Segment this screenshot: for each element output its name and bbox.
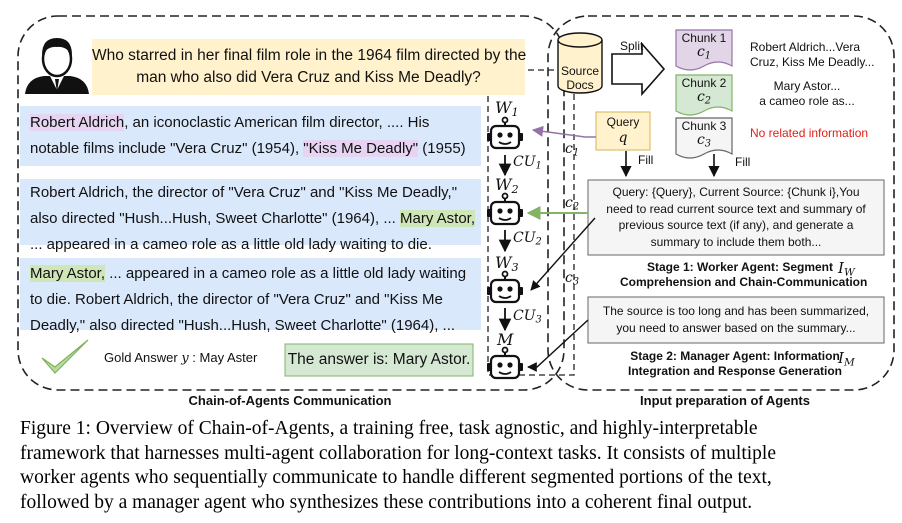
right-panel-border [547, 15, 895, 391]
highlight-robert-aldrich: Robert Aldrich [30, 114, 125, 131]
manager-prompt-text: The source is too long and has been summ… [602, 304, 870, 335]
question-box [92, 39, 525, 95]
cu1-label: CU1 [513, 154, 542, 172]
left-panel-label: Chain-of-Agents Communication [188, 393, 392, 408]
stage2-label: Stage 2: Manager Agent: Information Inte… [627, 349, 843, 378]
worker1-text: Robert Aldrich, an iconoclastic American… [30, 114, 466, 157]
query-box [595, 111, 651, 151]
split-label: Split [620, 39, 644, 53]
split-arrow-icon [611, 41, 666, 97]
chunk-shapes [675, 29, 733, 159]
manager-label: M [497, 330, 514, 349]
edge-c1-label: c1 [565, 141, 580, 159]
highlight-kiss-me-deadly: "Kiss Me Deadly" [303, 140, 419, 157]
worker1-robot-icon [485, 116, 525, 150]
highlight-mary-astor-2: Mary Astor, [30, 265, 106, 282]
fill-label-query: Fill [638, 153, 654, 167]
fill-label-chunk: Fill [735, 155, 751, 169]
stage1-label: Stage 1: Worker Agent: Segment Comprehen… [620, 260, 868, 289]
chunk3-desc: No related information [750, 126, 869, 140]
query-label: Query q [606, 115, 640, 146]
final-answer-box [284, 343, 474, 377]
worker2-robot-icon [485, 192, 525, 226]
gold-answer: Gold Answer y : May Aster [104, 350, 258, 366]
worker-prompt-box [587, 179, 885, 256]
chunk1-shape [675, 29, 733, 71]
chunk2-label: Chunk 2 c2 [681, 76, 727, 107]
left-panel-border [17, 15, 565, 391]
worker-prompt-text: Query: {Query}, Current Source: {Chunk i… [606, 185, 866, 249]
worker1-label: W1 [495, 98, 519, 119]
edge-c2-label: c2 [565, 195, 580, 213]
worker2-text: Robert Aldrich, the director of "Vera Cr… [30, 184, 476, 253]
chunk3-label: Chunk 3 c3 [681, 119, 727, 150]
source-docs-label: Source Docs [560, 64, 600, 92]
source-docs-icon [557, 32, 603, 94]
question-text: Who starred in her final film role in th… [92, 47, 527, 86]
cu3-label: CU3 [513, 308, 542, 326]
figure-caption: Figure 1: Overview of Chain-of-Agents, a… [20, 418, 776, 513]
chunk2-shape [675, 74, 733, 116]
cu2-label: CU2 [513, 230, 542, 248]
chunk1-label: Chunk 1 c1 [681, 31, 727, 62]
worker3-text: Mary Astor, ... appeared in a cameo role… [30, 265, 467, 334]
final-answer-text: The answer is: Mary Astor. [287, 351, 471, 368]
manager-robot-icon [485, 346, 525, 380]
chunk2-desc: Mary Astor... a cameo role as... [759, 79, 855, 108]
checkmark-icon [41, 339, 89, 374]
user-avatar-icon [25, 38, 89, 94]
manager-prompt-box [587, 296, 885, 344]
worker2-label: W2 [495, 175, 519, 196]
edge-manager [527, 319, 589, 372]
worker3-label: W3 [495, 253, 519, 274]
stage1-instruction-label: IW [838, 259, 855, 279]
stage2-instruction-label: IM [838, 349, 855, 369]
right-panel-label: Input preparation of Agents [640, 393, 810, 408]
edge-c1 [531, 125, 596, 138]
agent-column-border [487, 69, 575, 376]
chunk1-desc: Robert Aldrich...Vera Cruz, Kiss Me Dead… [750, 40, 875, 69]
edge-c3 [530, 217, 596, 291]
highlight-mary-astor: Mary Astor, [400, 210, 476, 227]
edge-c3-label: c3 [565, 270, 580, 288]
worker3-robot-icon [485, 270, 525, 304]
chunk3-shape [675, 117, 733, 159]
